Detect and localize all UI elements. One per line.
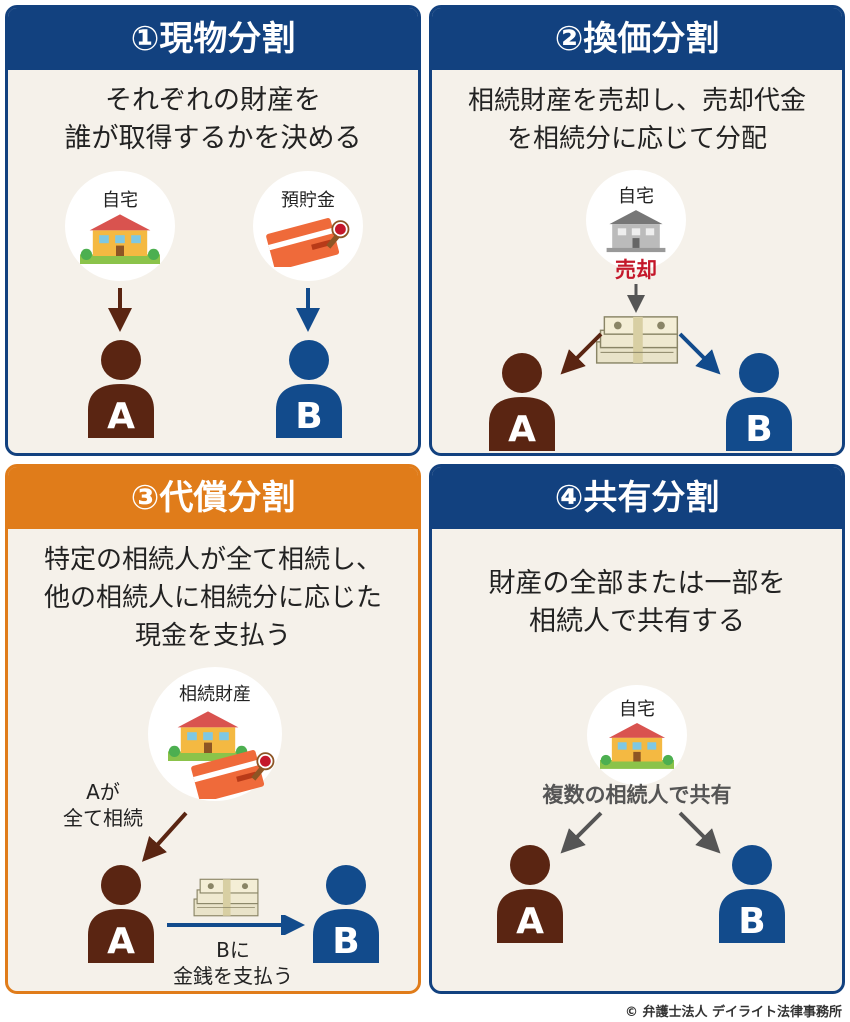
person-b-icon	[276, 340, 342, 438]
person-a-label: A	[516, 901, 544, 942]
inherit-label: Aが 全て相続	[48, 779, 158, 831]
pay-line: 金銭を支払う	[173, 964, 293, 988]
arrow-to-b	[678, 332, 721, 375]
panel-genbutsu: ①現物分割 それぞれの財産を 誰が取得するかを決める 自宅 預貯金 A B	[5, 5, 421, 456]
person-b-icon	[313, 865, 379, 963]
panel-title: ①現物分割	[8, 8, 418, 70]
money-icon	[188, 872, 264, 920]
desc-line: 相続財産を売却し、売却代金	[467, 86, 806, 116]
person-b-label: B	[745, 409, 773, 450]
arrow-down-blue	[296, 288, 320, 332]
desc-line: 他の相続人に相続分に応じた	[43, 583, 382, 613]
arrow-to-a	[560, 811, 603, 854]
person-a-icon	[489, 353, 555, 451]
panel-description: 財産の全部または一部を 相続人で共有する	[432, 565, 842, 641]
person-a-label: A	[107, 921, 135, 962]
person-b-label: B	[295, 396, 323, 437]
inherit-line: Aが	[86, 780, 120, 804]
person-a-label: A	[508, 409, 536, 450]
asset-label: 相続財産	[179, 684, 251, 705]
bankbook-icon	[188, 745, 278, 799]
asset-label-home: 自宅	[102, 190, 138, 211]
pay-line: Bに	[216, 938, 250, 962]
copyright: © 弁護士法人 デイライト法律事務所	[624, 1005, 842, 1020]
arrow-to-a	[560, 332, 603, 375]
person-b-label: B	[332, 921, 360, 962]
panel-kyoyu: ④共有分割 財産の全部または一部を 相続人で共有する 自宅 複数の相続人で共有 …	[429, 464, 845, 994]
person-b-label: B	[738, 901, 766, 942]
panel-kanka: ②換価分割 相続財産を売却し、売却代金 を相続分に応じて分配 自宅 売却 A B	[429, 5, 845, 456]
house-icon	[601, 204, 671, 254]
sell-label: 売却	[615, 258, 657, 282]
share-label: 複数の相続人で共有	[542, 783, 732, 807]
person-b-icon	[726, 353, 792, 451]
panel-title: ②換価分割	[432, 8, 842, 70]
pay-label: Bに 金銭を支払う	[168, 937, 298, 989]
desc-line: 誰が取得するかを決める	[64, 123, 362, 154]
arrow-down-gray	[627, 284, 645, 313]
panel-description: 特定の相続人が全て相続し、 他の相続人に相続分に応じた 現金を支払う	[8, 541, 418, 655]
panel-daisho: ③代償分割 特定の相続人が全て相続し、 他の相続人に相続分に応じた 現金を支払う…	[5, 464, 421, 994]
house-icon	[80, 208, 160, 264]
desc-line: 特定の相続人が全て相続し、	[43, 545, 382, 575]
arrow-down-brown	[108, 288, 132, 332]
house-icon	[600, 717, 674, 769]
panel-title: ④共有分割	[432, 467, 842, 529]
panel-description: それぞれの財産を 誰が取得するかを決める	[8, 82, 418, 158]
desc-line: を相続分に応じて分配	[506, 124, 767, 154]
arrow-to-a	[141, 811, 188, 862]
asset-label-home: 自宅	[618, 186, 654, 207]
person-a-label: A	[107, 396, 135, 437]
arrow-a-to-b	[167, 915, 305, 935]
person-a-icon	[88, 865, 154, 963]
desc-line: 財産の全部または一部を	[488, 568, 786, 599]
panel-description: 相続財産を売却し、売却代金 を相続分に応じて分配	[432, 82, 842, 158]
person-b-icon	[719, 845, 785, 943]
asset-label-savings: 預貯金	[281, 190, 335, 211]
person-a-icon	[88, 340, 154, 438]
desc-line: 相続人で共有する	[529, 606, 745, 637]
inherit-line: 全て相続	[63, 806, 143, 830]
arrow-to-b	[678, 811, 721, 854]
desc-line: 現金を支払う	[134, 621, 291, 651]
bankbook-icon	[263, 213, 353, 267]
person-a-icon	[497, 845, 563, 943]
asset-label-home: 自宅	[619, 699, 655, 720]
desc-line: それぞれの財産を	[105, 85, 321, 116]
panel-title: ③代償分割	[8, 467, 418, 529]
